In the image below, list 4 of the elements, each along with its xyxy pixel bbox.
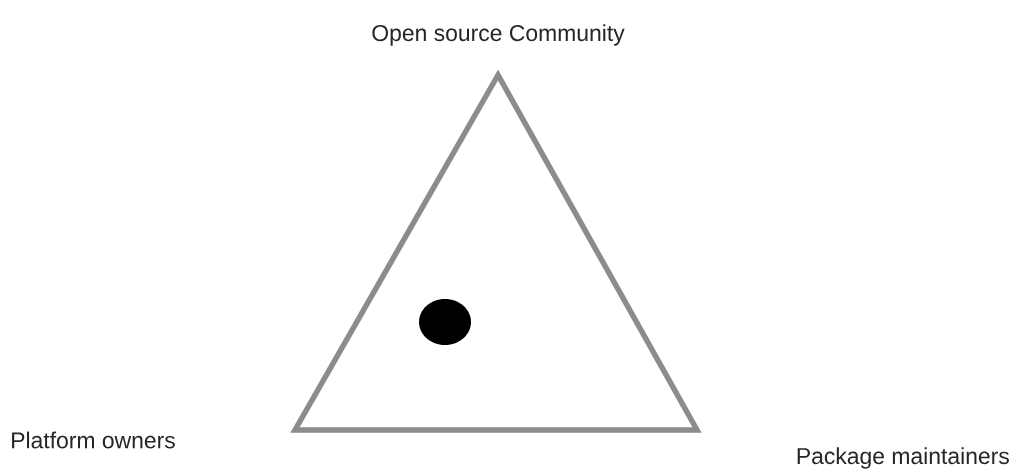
corner-label: Package maintainers [797,447,1009,469]
dot [419,299,471,345]
corner-label: Open source Community [372,24,625,46]
corner-label: Platform owners [12,431,175,449]
